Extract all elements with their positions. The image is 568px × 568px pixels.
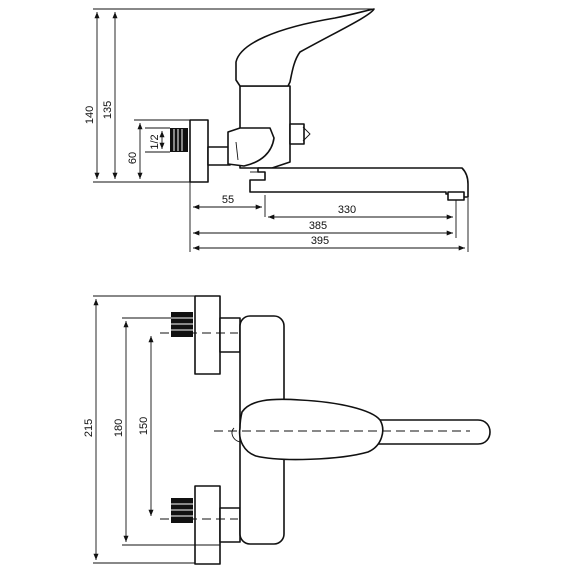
upper-threaded-inlet-icon [171, 312, 193, 337]
dim-label: 395 [311, 235, 329, 247]
dim-label: 330 [338, 204, 356, 216]
dim-label: 55 [222, 194, 234, 206]
dim-side-395: 395 [193, 235, 465, 251]
dim-label: 1/2 [149, 134, 161, 149]
lever-handle-front [238, 398, 384, 461]
dim-side-thread: 1/2 [149, 131, 165, 150]
dim-label: 135 [102, 101, 114, 119]
upper-eccentric [219, 317, 241, 353]
aerator [447, 191, 465, 201]
wall-plate [189, 119, 209, 183]
dim-front-215: 215 [83, 299, 99, 560]
spout-front [375, 419, 491, 445]
side-nut [289, 123, 305, 145]
dim-label: 140 [84, 106, 96, 124]
dim-side-140: 140 [84, 12, 100, 179]
dim-label: 180 [113, 419, 125, 437]
dim-side-60: 60 [127, 123, 143, 179]
dim-front-180: 180 [113, 321, 129, 542]
dim-side-330: 330 [268, 204, 453, 220]
dim-label: 215 [83, 419, 95, 437]
dim-side-55: 55 [193, 194, 262, 210]
lower-wall-plate [194, 485, 221, 565]
lever-handle [235, 8, 375, 87]
upper-wall-plate [194, 295, 221, 375]
threaded-inlet-icon [170, 128, 188, 152]
dim-side-135: 135 [102, 12, 118, 179]
spout [249, 167, 469, 198]
lower-eccentric [219, 507, 241, 543]
lower-threaded-inlet-icon [171, 498, 193, 523]
dim-front-150: 150 [138, 336, 154, 516]
dim-side-385: 385 [193, 220, 453, 236]
front-view: 215 180 150 [83, 295, 491, 565]
dim-label: 60 [127, 152, 139, 164]
eccentric-fitting [207, 146, 231, 166]
dim-label: 385 [309, 220, 327, 232]
dim-label: 150 [138, 417, 150, 435]
mixer-cap [227, 127, 275, 167]
side-view: 140 135 60 1/2 55 330 385 395 [84, 8, 469, 252]
